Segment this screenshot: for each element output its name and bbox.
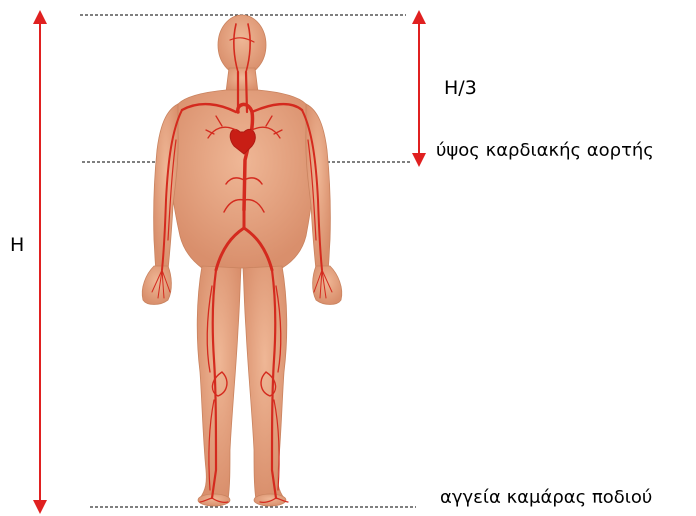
third-height-label: H/3: [444, 77, 477, 99]
foot-arch-vessels-label: αγγεία καμάρας ποδιού: [440, 487, 652, 508]
total-height-label: H: [10, 234, 24, 256]
human-body-figure: [142, 15, 342, 506]
aortic-height-label: ύψος καρδιακής αορτής: [436, 140, 654, 161]
